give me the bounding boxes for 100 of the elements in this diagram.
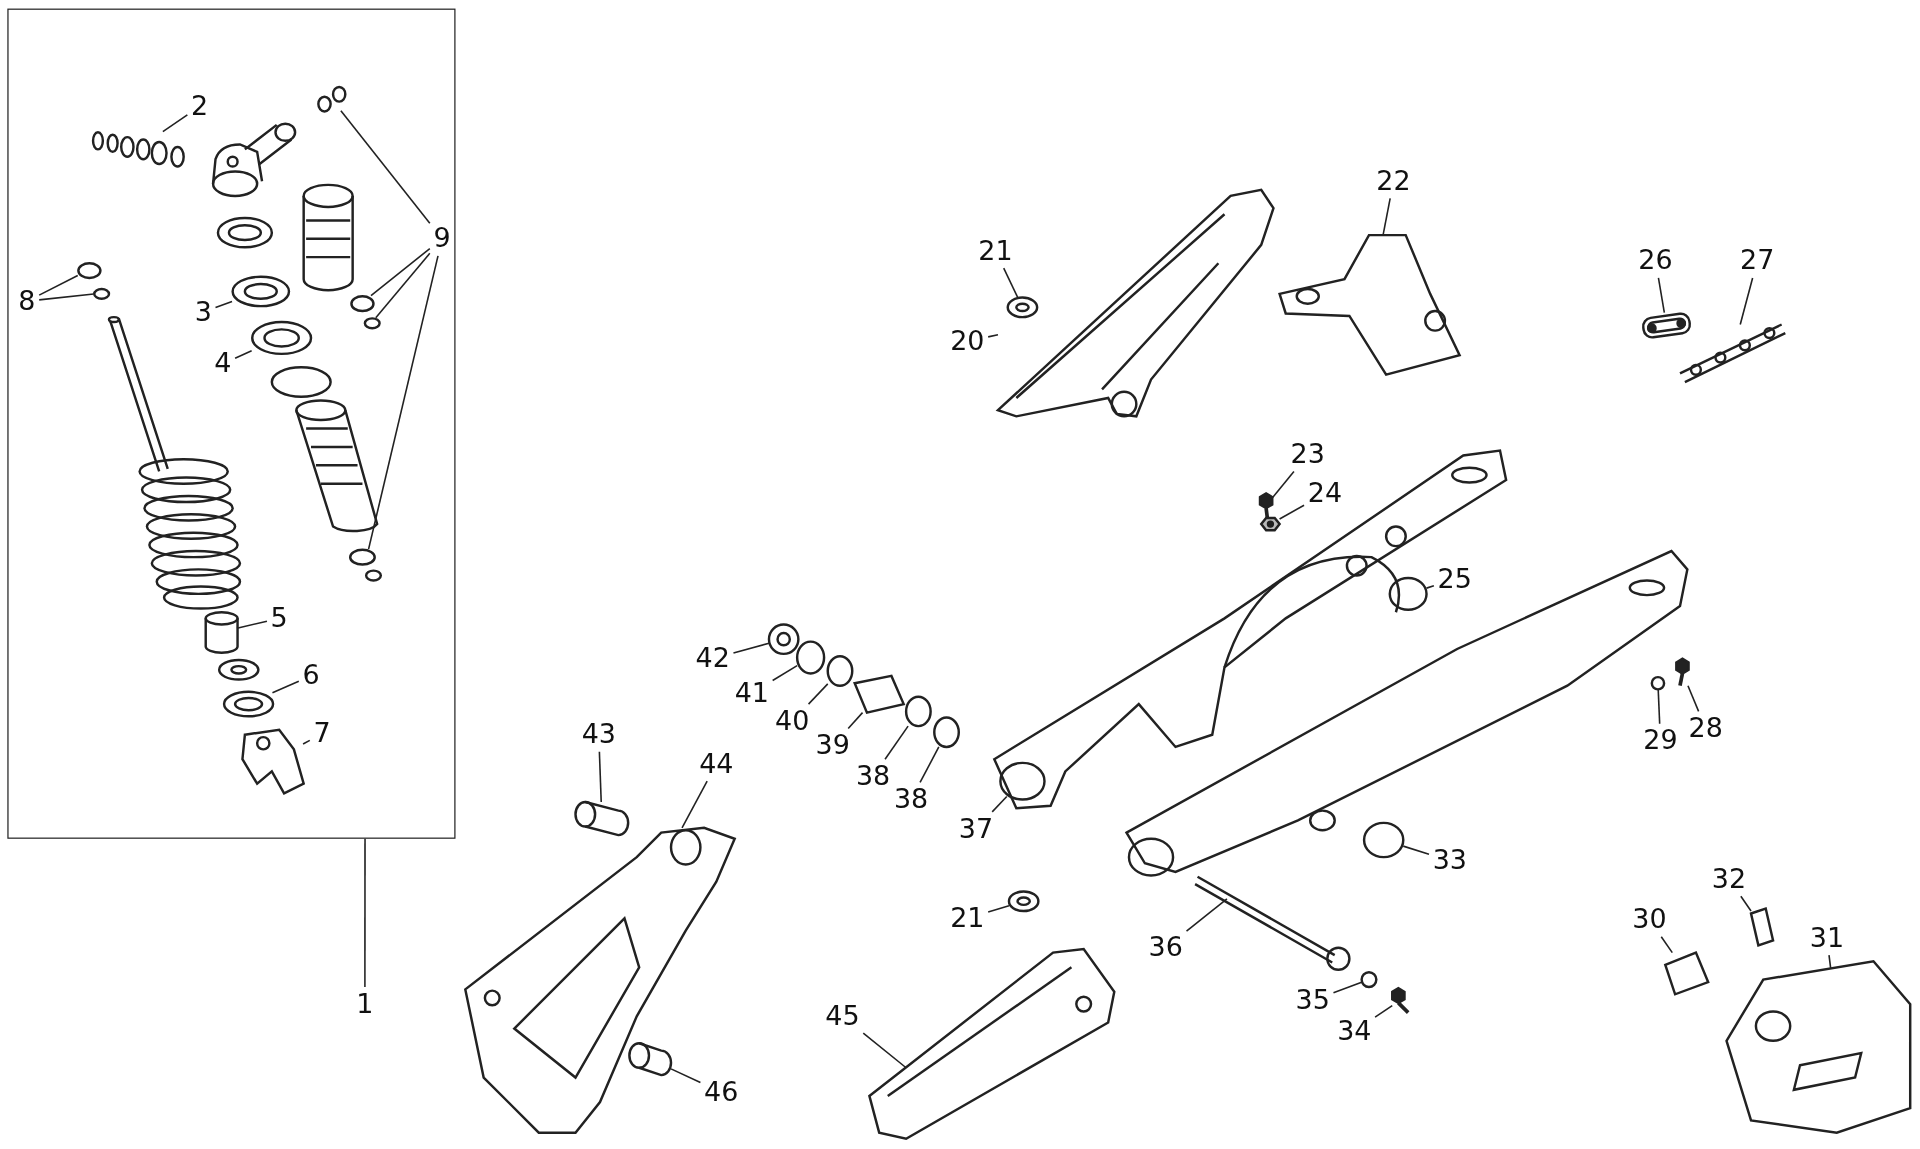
washer-drawing	[1360, 971, 1378, 989]
leader-line	[302, 739, 311, 745]
bearing-drawing	[933, 716, 960, 749]
callout-number: 43	[580, 720, 618, 750]
bolt-drawing	[1258, 492, 1274, 519]
leader-line	[234, 349, 253, 359]
leader-line	[1740, 895, 1752, 912]
callout-number: 27	[1738, 246, 1776, 276]
callout-number: 41	[733, 678, 771, 708]
callout-number: 29	[1642, 726, 1679, 756]
chain-guide-block-drawing	[1725, 959, 1912, 1134]
bearing-drawing	[904, 695, 932, 728]
leader-line	[38, 293, 95, 301]
leader-line	[1828, 954, 1832, 970]
bolt-drawing	[1391, 986, 1410, 1014]
leader-line	[847, 711, 864, 730]
leader-line	[1382, 197, 1391, 236]
callout-number: 1	[355, 989, 375, 1019]
o-ring-drawing	[349, 294, 375, 312]
leader-line	[987, 333, 999, 338]
leader-line	[1185, 898, 1228, 932]
spacer-drawing	[853, 674, 906, 715]
bushing-drawing	[1663, 951, 1710, 996]
leader-line	[862, 1032, 907, 1069]
callout-number: 42	[694, 644, 731, 674]
seal-drawing	[795, 640, 826, 675]
leader-line	[364, 838, 366, 988]
leader-line	[340, 110, 431, 224]
leader-line	[1278, 504, 1305, 520]
o-ring-drawing	[363, 316, 381, 329]
plug-drawing	[1388, 576, 1428, 612]
o-ring-drawing	[76, 261, 102, 279]
nut-drawing	[1650, 675, 1666, 691]
clip-drawing	[1749, 907, 1775, 947]
callout-number: 30	[1631, 904, 1668, 935]
leader-line	[271, 680, 300, 694]
leader-line	[1332, 981, 1363, 994]
callout-number: 21	[977, 236, 1014, 266]
nut-drawing	[767, 623, 800, 656]
leader-line	[771, 664, 798, 682]
callout-number: 4	[213, 349, 233, 379]
chain-slider-drawing	[868, 947, 1116, 1141]
o-ring-drawing	[92, 287, 110, 300]
leader-line	[1739, 277, 1754, 326]
callout-number: 21	[949, 903, 986, 934]
callout-number: 28	[1687, 713, 1725, 744]
callout-number: 38	[854, 761, 892, 791]
o-ring-drawing	[348, 547, 382, 582]
callout-number: 2	[189, 91, 210, 122]
callout-number: 46	[702, 1077, 740, 1107]
axle-drawing	[1193, 875, 1351, 972]
callout-number: 44	[697, 749, 735, 779]
callout-number: 40	[773, 706, 811, 736]
callout-number: 23	[1289, 439, 1327, 469]
leader-line	[1425, 585, 1435, 589]
bushing-drawing	[628, 1042, 673, 1077]
callout-number: 8	[17, 286, 37, 316]
callout-number: 31	[1808, 923, 1846, 953]
callout-number: 9	[432, 224, 452, 254]
leader-line	[1402, 845, 1430, 855]
leader-line	[370, 247, 431, 297]
leader-line	[991, 795, 1008, 813]
leader-line	[681, 780, 708, 829]
washer-drawing	[1007, 890, 1040, 913]
bushing-drawing	[574, 800, 630, 837]
leader-line	[884, 725, 909, 760]
leader-line	[367, 255, 439, 550]
leader-line	[1687, 684, 1700, 713]
callout-number: 35	[1294, 985, 1331, 1016]
callout-number: 25	[1436, 564, 1474, 594]
ring-nut-drawing	[250, 320, 312, 355]
washer-drawing	[222, 690, 274, 717]
leader-line	[236, 620, 268, 629]
nut-drawing	[1259, 516, 1282, 532]
callout-number: 32	[1710, 864, 1748, 894]
callout-number: 6	[301, 661, 321, 691]
leader-line	[38, 274, 79, 296]
ring-drawing	[826, 655, 854, 687]
bracket-drawing	[1278, 233, 1462, 377]
callout-number: 26	[1637, 246, 1674, 276]
callout-number: 5	[269, 603, 289, 634]
callout-number: 7	[312, 718, 332, 749]
callout-number: 20	[949, 326, 986, 357]
leader-line	[1374, 1004, 1394, 1018]
chain-link-drawing	[1640, 311, 1693, 340]
leader-line	[375, 252, 431, 319]
washer-drawing	[1006, 296, 1039, 319]
callout-number: 45	[824, 1001, 861, 1031]
leader-line	[1657, 688, 1661, 725]
chain-guide-drawing	[463, 826, 737, 1134]
leader-line	[598, 751, 602, 803]
leader-line	[807, 683, 829, 705]
o-ring-drawing	[316, 85, 346, 113]
callout-number: 3	[193, 297, 214, 327]
leader-line	[670, 1068, 702, 1084]
leader-line	[1660, 935, 1674, 954]
leader-line	[162, 114, 189, 133]
callout-number: 37	[957, 814, 995, 844]
washer-stack-drawing	[91, 130, 185, 168]
leader-line	[1002, 267, 1019, 299]
